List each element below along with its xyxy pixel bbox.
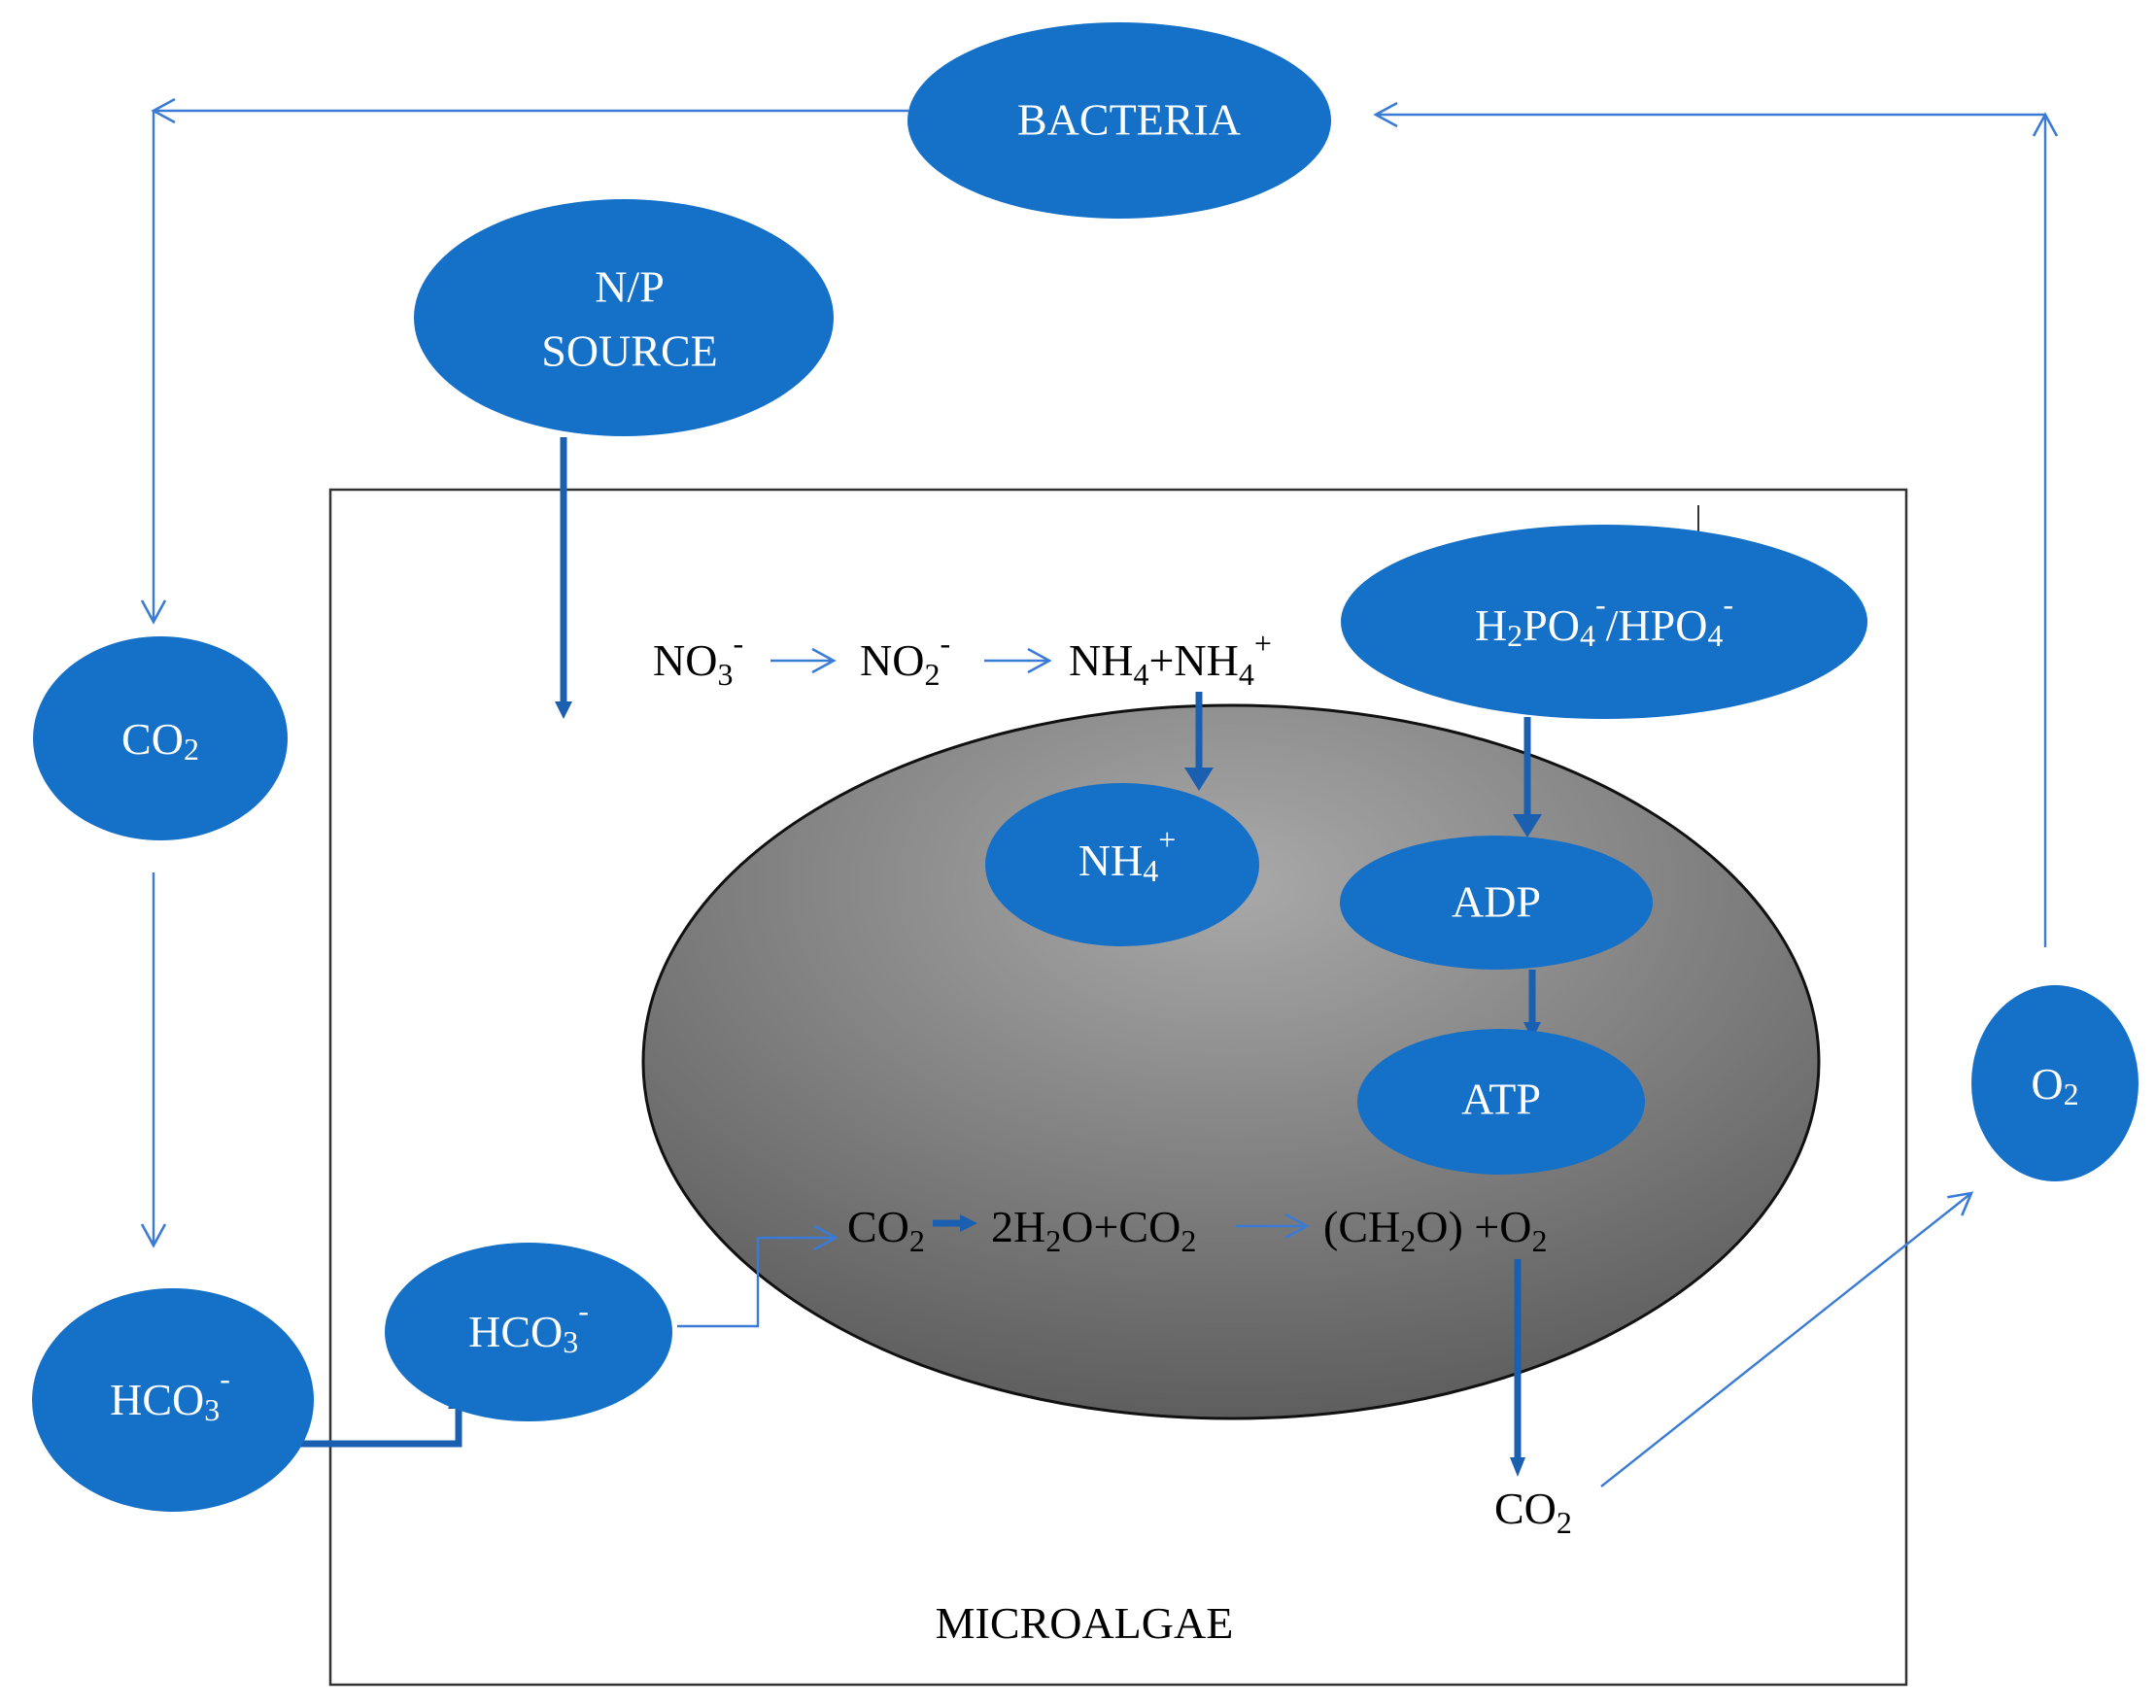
arrow-phosphate-to-adp (1513, 717, 1542, 837)
hco3-inner-label: HCO3- (468, 1293, 589, 1359)
arrow-co2-to-o2 (1600, 1191, 1974, 1487)
node-bacteria: BACTERIA (907, 22, 1331, 219)
eq-no2: NO2- (860, 626, 950, 692)
carbon-equation: CO2 2H2O+CO2 (CH2O) +O2 (847, 1202, 1547, 1258)
eq-no3: NO3- (653, 626, 743, 692)
node-o2: O2 (1971, 985, 2139, 1181)
o2-label: O2 (2031, 1059, 2078, 1112)
microalgae-box (328, 488, 1908, 1687)
np-source-line1: N/P (595, 262, 665, 312)
co2-outer-label: CO2 (121, 714, 199, 768)
np-source-line2: SOURCE (541, 326, 717, 376)
node-atp: ATP (1357, 1029, 1645, 1175)
adp-label: ADP (1452, 877, 1541, 927)
phosphate-label: H2PO4-/HPO4- (1475, 587, 1733, 653)
node-hco3-inner: HCO3- (385, 1243, 672, 1421)
node-adp: ADP (1340, 836, 1653, 970)
node-co2-outer: CO2 (33, 636, 288, 840)
hco3-outer-label: HCO3- (110, 1361, 230, 1427)
eq-h2o-co2: 2H2O+CO2 (991, 1202, 1196, 1258)
node-phosphate: H2PO4-/HPO4- (1341, 525, 1867, 719)
cell-body (641, 703, 1821, 1420)
node-nh4-inner: NH4+ (985, 783, 1259, 946)
eq-ch2o-o2: (CH2O) +O2 (1323, 1202, 1547, 1258)
nitrogen-equation: NO3- NO2- NH4+NH4+ (653, 626, 1272, 692)
nh4-inner-label: NH4+ (1078, 822, 1177, 888)
eq-nh4-pair: NH4+NH4+ (1069, 626, 1272, 692)
cell-label: MICROALGAE (936, 1598, 1234, 1648)
co2-released: CO2 (1494, 1484, 1572, 1540)
node-np-source: N/P SOURCE (414, 199, 834, 436)
eq-co2: CO2 (847, 1202, 925, 1258)
arrow-ch2o-to-co2 (1510, 1259, 1525, 1477)
arrow-hco3-to-co2 (677, 1224, 838, 1328)
arrow-nh4-down (1184, 692, 1214, 791)
node-hco3-outer: HCO3- (32, 1288, 314, 1512)
arrow-co2-to-h2o-thick (933, 1214, 977, 1232)
bacteria-label: BACTERIA (1017, 95, 1241, 145)
atp-label: ATP (1461, 1075, 1541, 1124)
arrow-np-source-down (555, 437, 572, 719)
